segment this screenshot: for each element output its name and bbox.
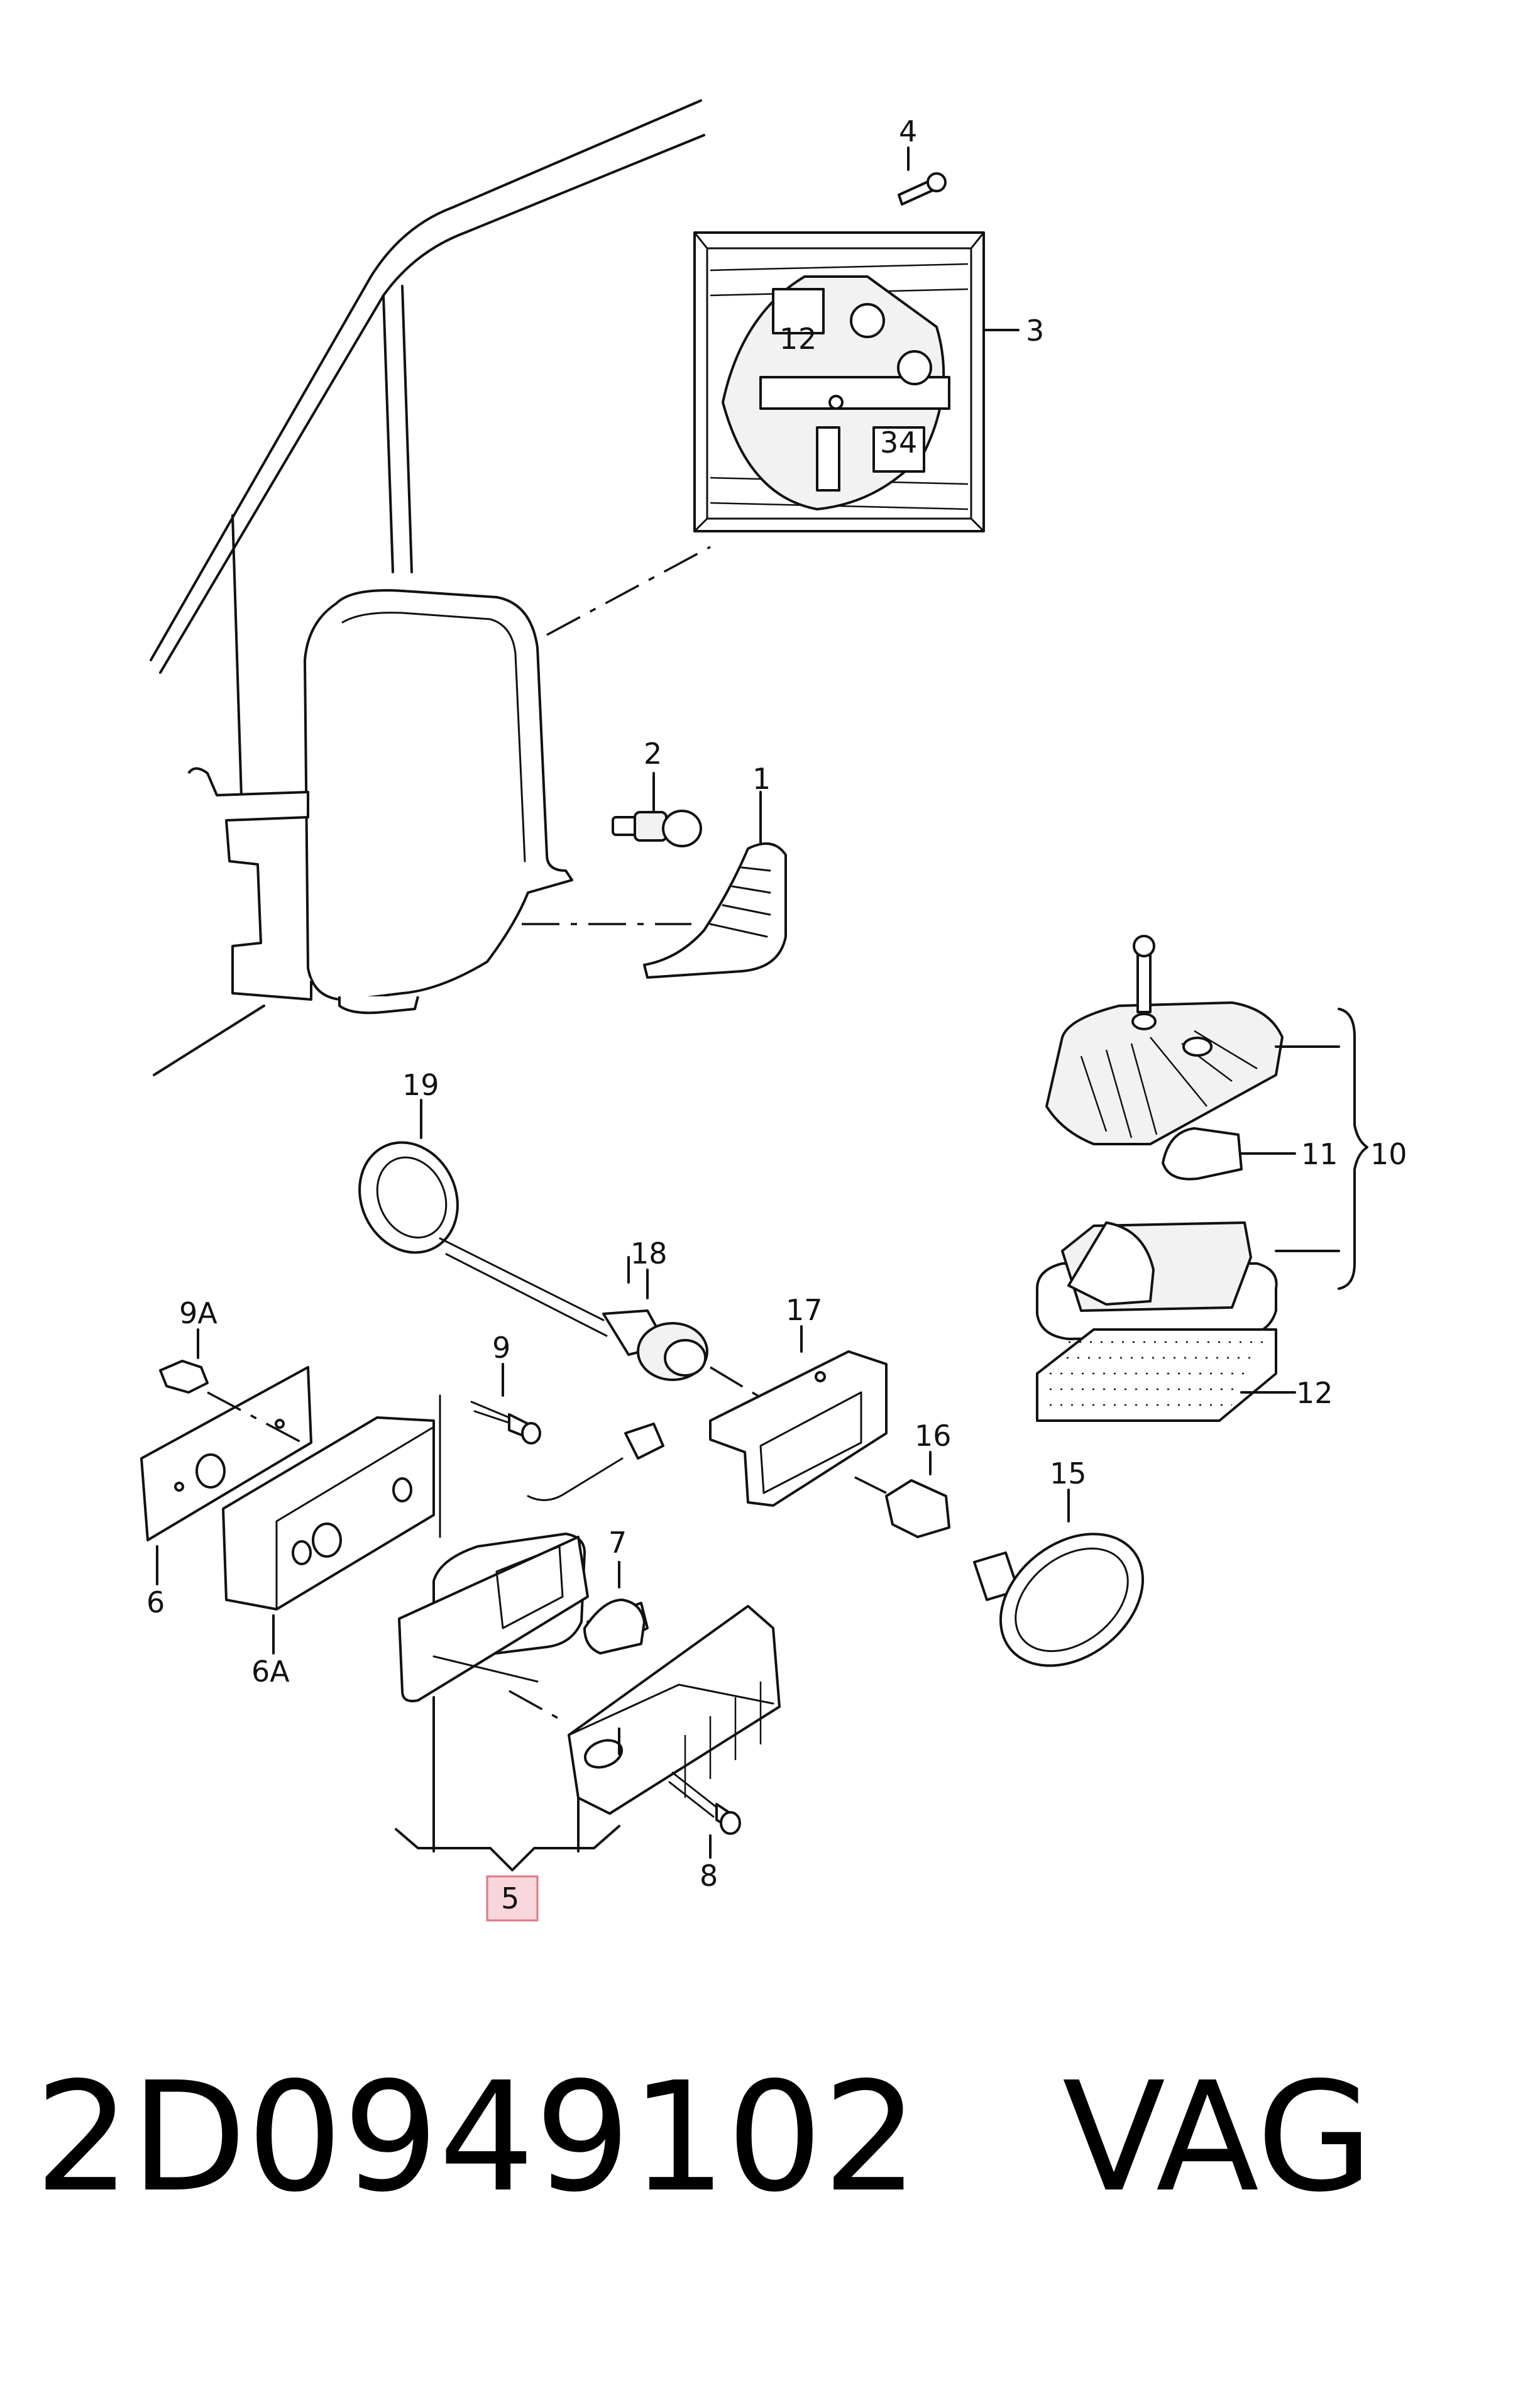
part-2-bulb-holder [612,810,702,847]
callout-9a[interactable]: 9A [179,1296,217,1330]
callout-8[interactable]: 8 [700,1859,718,1893]
pin-label: 3 [880,426,898,460]
part-19-cap [358,1099,459,1254]
brand-name: VAG [1062,2049,1373,2225]
callout-5[interactable]: 5 [501,1881,519,1915]
part-8-screw [668,1771,741,1859]
callout-1[interactable]: 1 [752,762,771,796]
van-body-outline [150,99,711,1076]
part-9a-clip [159,1328,209,1394]
callout-3[interactable]: 3 [1026,314,1044,348]
callout-15[interactable]: 15 [1050,1457,1087,1490]
callout-4[interactable]: 4 [899,114,917,148]
mirror-housing [187,589,691,1015]
callout-6a[interactable]: 6A [251,1655,290,1688]
callout-9[interactable]: 9 [492,1331,510,1365]
connector-block-top [772,288,825,334]
callout-17[interactable]: 17 [786,1293,823,1327]
pin-label: 2 [798,322,817,356]
callout-19[interactable]: 19 [402,1068,439,1102]
part-1-indicator-lens [643,842,787,979]
part-4-screw [898,146,947,206]
callout-18[interactable]: 18 [630,1236,668,1270]
part-10-roof-lamp [1045,935,1368,1290]
callout-10[interactable]: 10 [1370,1137,1407,1171]
callout-7[interactable]: 7 [608,1526,627,1560]
callout-16[interactable]: 16 [915,1419,952,1453]
pin-label: 4 [899,426,917,460]
part-9-screw [470,1363,541,1445]
callout-6[interactable]: 6 [146,1585,165,1619]
part-6-gasket [140,1366,312,1585]
part-18-bulb-socket [439,1237,774,1406]
part-10-base [1036,1221,1278,1340]
part-11-bulb [1162,1127,1296,1181]
part-7-bulb [583,1561,646,1655]
leader-lines [627,329,1020,1284]
part-5-licence-lamp [395,1394,781,1922]
callout-12[interactable]: 12 [1296,1376,1333,1410]
callout-11[interactable]: 11 [1301,1137,1338,1171]
part-12-gasket [1036,1328,1296,1422]
pin-label: 1 [779,322,798,356]
callout-2[interactable]: 2 [644,737,662,771]
connector-block-bottom [872,426,925,473]
part-6a-lamp [222,1416,435,1655]
part-3-adjuster-box: 1 2 3 4 [693,231,985,532]
part-16-bulb [854,1451,950,1538]
part-number: 2D0949102 [35,2049,919,2225]
part-5-highlight-box[interactable] [486,1875,539,1922]
part-15-side-marker [973,1489,1145,1667]
part-17-bracket [709,1325,888,1507]
